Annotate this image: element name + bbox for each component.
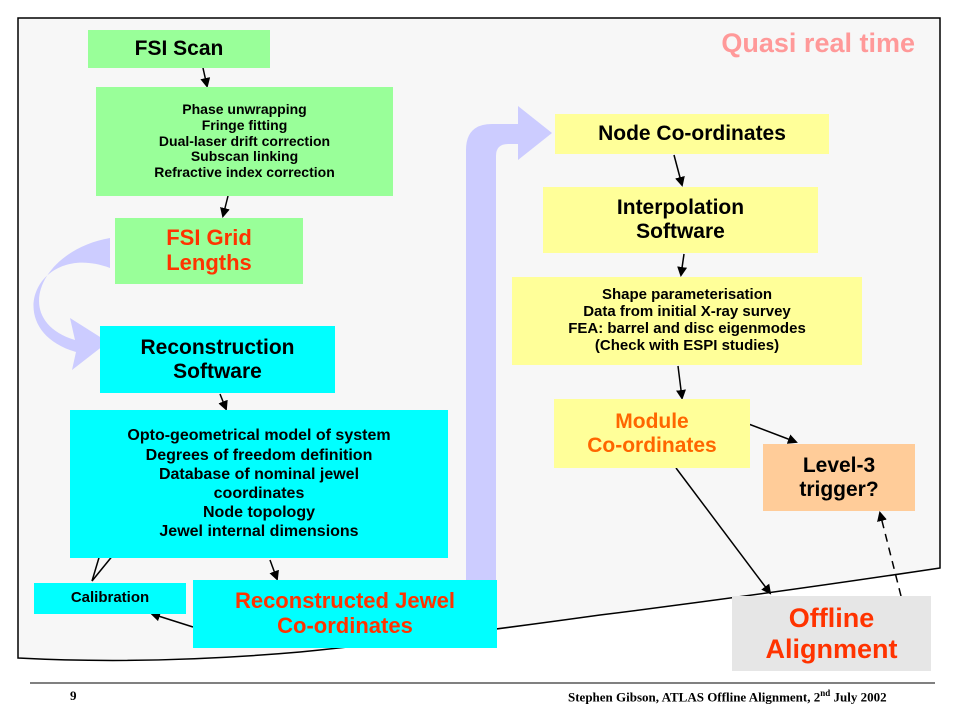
arrow-offline-to-level3	[877, 511, 902, 597]
processing-step: Refractive index correction	[154, 164, 335, 180]
footer-credit-date: July 2002	[830, 689, 887, 705]
interpolation-software-box: Interpolation Software	[543, 187, 818, 253]
arrow-interpolation-to-shape	[677, 253, 688, 277]
processing-step: Dual-laser drift correction	[158, 132, 331, 149]
level3-line: trigger?	[799, 477, 879, 501]
offline-line: Offline	[788, 603, 875, 634]
page-number: 9	[70, 688, 77, 703]
calibration-label: Calibration	[70, 589, 150, 607]
slide-title: Quasi real time	[721, 28, 915, 58]
model-line: Database of nominal jewel	[158, 465, 360, 483]
model-line: Degrees of freedom definition	[145, 446, 373, 464]
offline-alignment-box: Offline Alignment	[732, 596, 931, 671]
node-coordinates-label: Node Co-ordinates	[598, 122, 786, 146]
interpolation-line: Software	[636, 220, 725, 243]
model-line: Jewel internal dimensions	[159, 523, 359, 541]
fsi-grid-label-line: FSI Grid	[166, 225, 252, 251]
arrow-scan-to-processing	[200, 67, 211, 88]
arrow-recon-to-model	[218, 393, 228, 411]
footer-credit-text: Stephen Gibson, ATLAS Offline Alignment,…	[568, 689, 821, 705]
arrow-shape-to-module	[676, 365, 686, 400]
level3-line: Level-3	[802, 453, 876, 477]
reconstructed-jewel-line: Reconstructed Jewel	[234, 588, 456, 614]
arrow-model-to-jewel	[269, 559, 279, 581]
reconstructed-jewel-box: Reconstructed Jewel Co-ordinates	[193, 580, 497, 648]
reconstructed-jewel-line: Co-ordinates	[277, 613, 413, 638]
fsi-processing-box: Phase unwrapping Fringe fitting Dual-las…	[96, 87, 393, 196]
arrow-node-to-interpolation	[673, 154, 685, 187]
calibration-box: Calibration	[34, 583, 186, 614]
shape-line: FEA: barrel and disc eigenmodes	[568, 320, 806, 337]
model-line: coordinates	[213, 485, 305, 502]
shape-line: (Check with ESPI studies)	[594, 336, 780, 354]
processing-step: Phase unwrapping	[182, 101, 307, 118]
model-definition-box: Opto-geometrical model of system Degrees…	[70, 410, 448, 558]
fsi-scan-box: FSI Scan	[88, 30, 270, 68]
footer-credit-superscript: nd	[820, 688, 831, 698]
shape-parameterisation-box: Shape parameterisation Data from initial…	[512, 277, 862, 365]
fsi-scan-label: FSI Scan	[134, 37, 224, 61]
module-line: Co-ordinates	[587, 433, 717, 457]
arrow-module-to-offline	[675, 467, 772, 595]
offline-line: Alignment	[765, 633, 898, 664]
reconstruction-label-line: Software	[173, 359, 262, 383]
interpolation-line: Interpolation	[616, 196, 745, 220]
footer-credit: Stephen Gibson, ATLAS Offline Alignment,…	[568, 688, 887, 705]
model-line: Node topology	[203, 504, 315, 522]
fsi-grid-lengths-box: FSI Grid Lengths	[115, 218, 303, 284]
processing-step: Subscan linking	[190, 148, 299, 165]
shape-line: Shape parameterisation	[601, 286, 773, 304]
module-line: Module	[615, 409, 689, 433]
module-coordinates-box: Module Co-ordinates	[554, 399, 750, 468]
vertical-flow-arrow	[466, 106, 552, 582]
node-coordinates-box: Node Co-ordinates	[555, 114, 829, 154]
arrow-jewel-to-calibration	[150, 611, 194, 628]
reconstruction-label-line: Reconstruction	[140, 335, 295, 359]
curved-flow-arrow	[33, 238, 110, 370]
processing-step: Fringe fitting	[201, 116, 288, 133]
arrow-processing-to-grid	[220, 195, 230, 218]
shape-line: Data from initial X-ray survey	[583, 303, 791, 321]
level3-trigger-box: Level-3 trigger?	[763, 444, 915, 511]
model-line: Opto-geometrical model of system	[127, 427, 391, 445]
fsi-grid-label-line: Lengths	[166, 250, 252, 275]
reconstruction-software-box: Reconstruction Software	[100, 326, 335, 393]
